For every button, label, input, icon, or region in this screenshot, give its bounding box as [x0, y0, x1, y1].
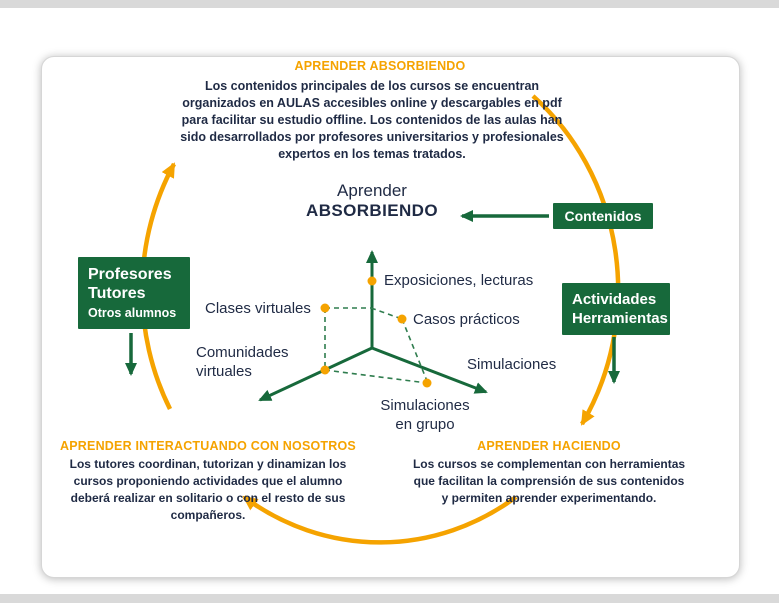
center-title: Aprender ABSORBIENDO	[282, 181, 462, 221]
actividades-box-line2: Herramientas	[572, 310, 668, 327]
actividades-box: Actividades Herramientas	[562, 283, 670, 335]
top-section-heading: APRENDER ABSORBIENDO	[294, 59, 466, 73]
top-gray-bar	[0, 0, 779, 8]
bottom-right-body: Los cursos se complementan con herramien…	[412, 457, 686, 505]
bottom-right-heading: APRENDER HACIENDO	[477, 439, 621, 453]
label-simulaciones: Simulaciones	[467, 356, 557, 373]
actividades-box-line1: Actividades	[572, 291, 657, 308]
top-section-body: Los contenidos principales de los cursos…	[180, 79, 564, 161]
bottom-gray-bar	[0, 594, 779, 603]
profesores-box-line1: Profesores	[88, 266, 172, 283]
bottom-left-body: Los tutores coordinan, tutorizan y dinam…	[69, 457, 347, 522]
center-title-line2: ABSORBIENDO	[306, 201, 438, 220]
profesores-box: Profesores Tutores Otros alumnos	[78, 257, 190, 329]
label-comunidades-virtuales: Comunidades virtuales	[196, 344, 289, 380]
center-title-line1: Aprender	[337, 181, 407, 200]
label-simulaciones-en-grupo: Simulaciones en grupo	[380, 397, 470, 433]
profesores-box-line3: Otros alumnos	[88, 306, 177, 320]
label-exposiciones: Exposiciones, lecturas	[384, 272, 534, 289]
profesores-box-line2: Tutores	[88, 285, 146, 302]
label-casos-practicos: Casos prácticos	[413, 311, 520, 328]
label-clases-virtuales: Clases virtuales	[205, 300, 311, 317]
contenidos-box: Contenidos	[553, 203, 653, 229]
bottom-left-heading: APRENDER INTERACTUANDO CON NOSOTROS	[60, 439, 356, 453]
